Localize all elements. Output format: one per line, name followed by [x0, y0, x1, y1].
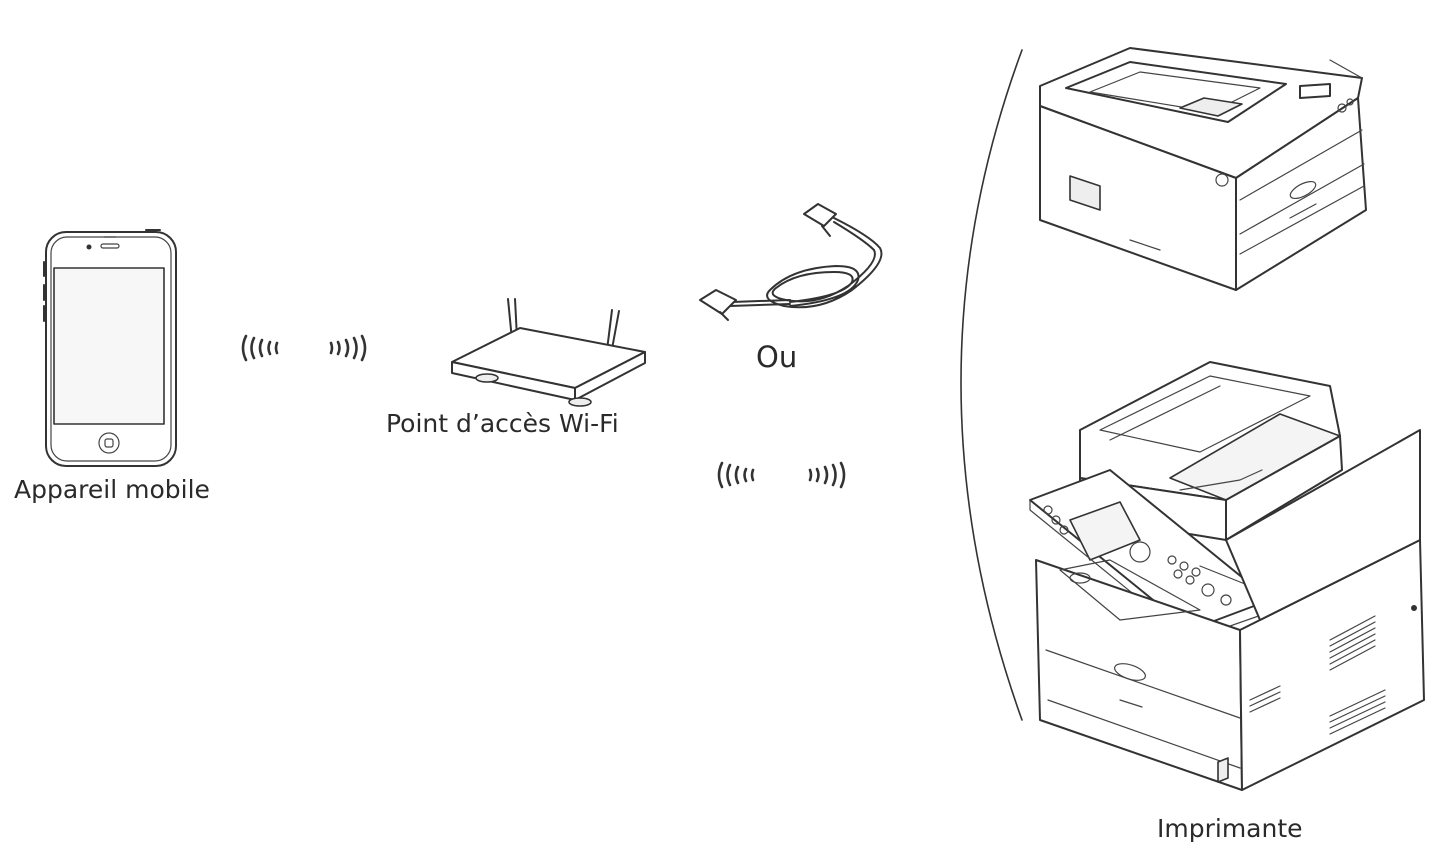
wifi-router-icon	[451, 298, 646, 407]
ethernet-cable-icon	[699, 203, 883, 321]
mobile-device-label: Appareil mobile	[14, 475, 210, 504]
wireless-signal-icon	[717, 461, 846, 489]
multifunction-printer-icon	[1029, 361, 1425, 791]
printer-label: Imprimante	[1157, 814, 1303, 843]
access-point-label: Point d’accès Wi-Fi	[386, 409, 619, 438]
laser-printer-icon	[1039, 47, 1367, 291]
smartphone-icon	[43, 229, 177, 467]
or-label: Ou	[756, 340, 798, 374]
wireless-signal-icon	[241, 334, 367, 362]
printer-group-bracket	[960, 49, 1023, 721]
